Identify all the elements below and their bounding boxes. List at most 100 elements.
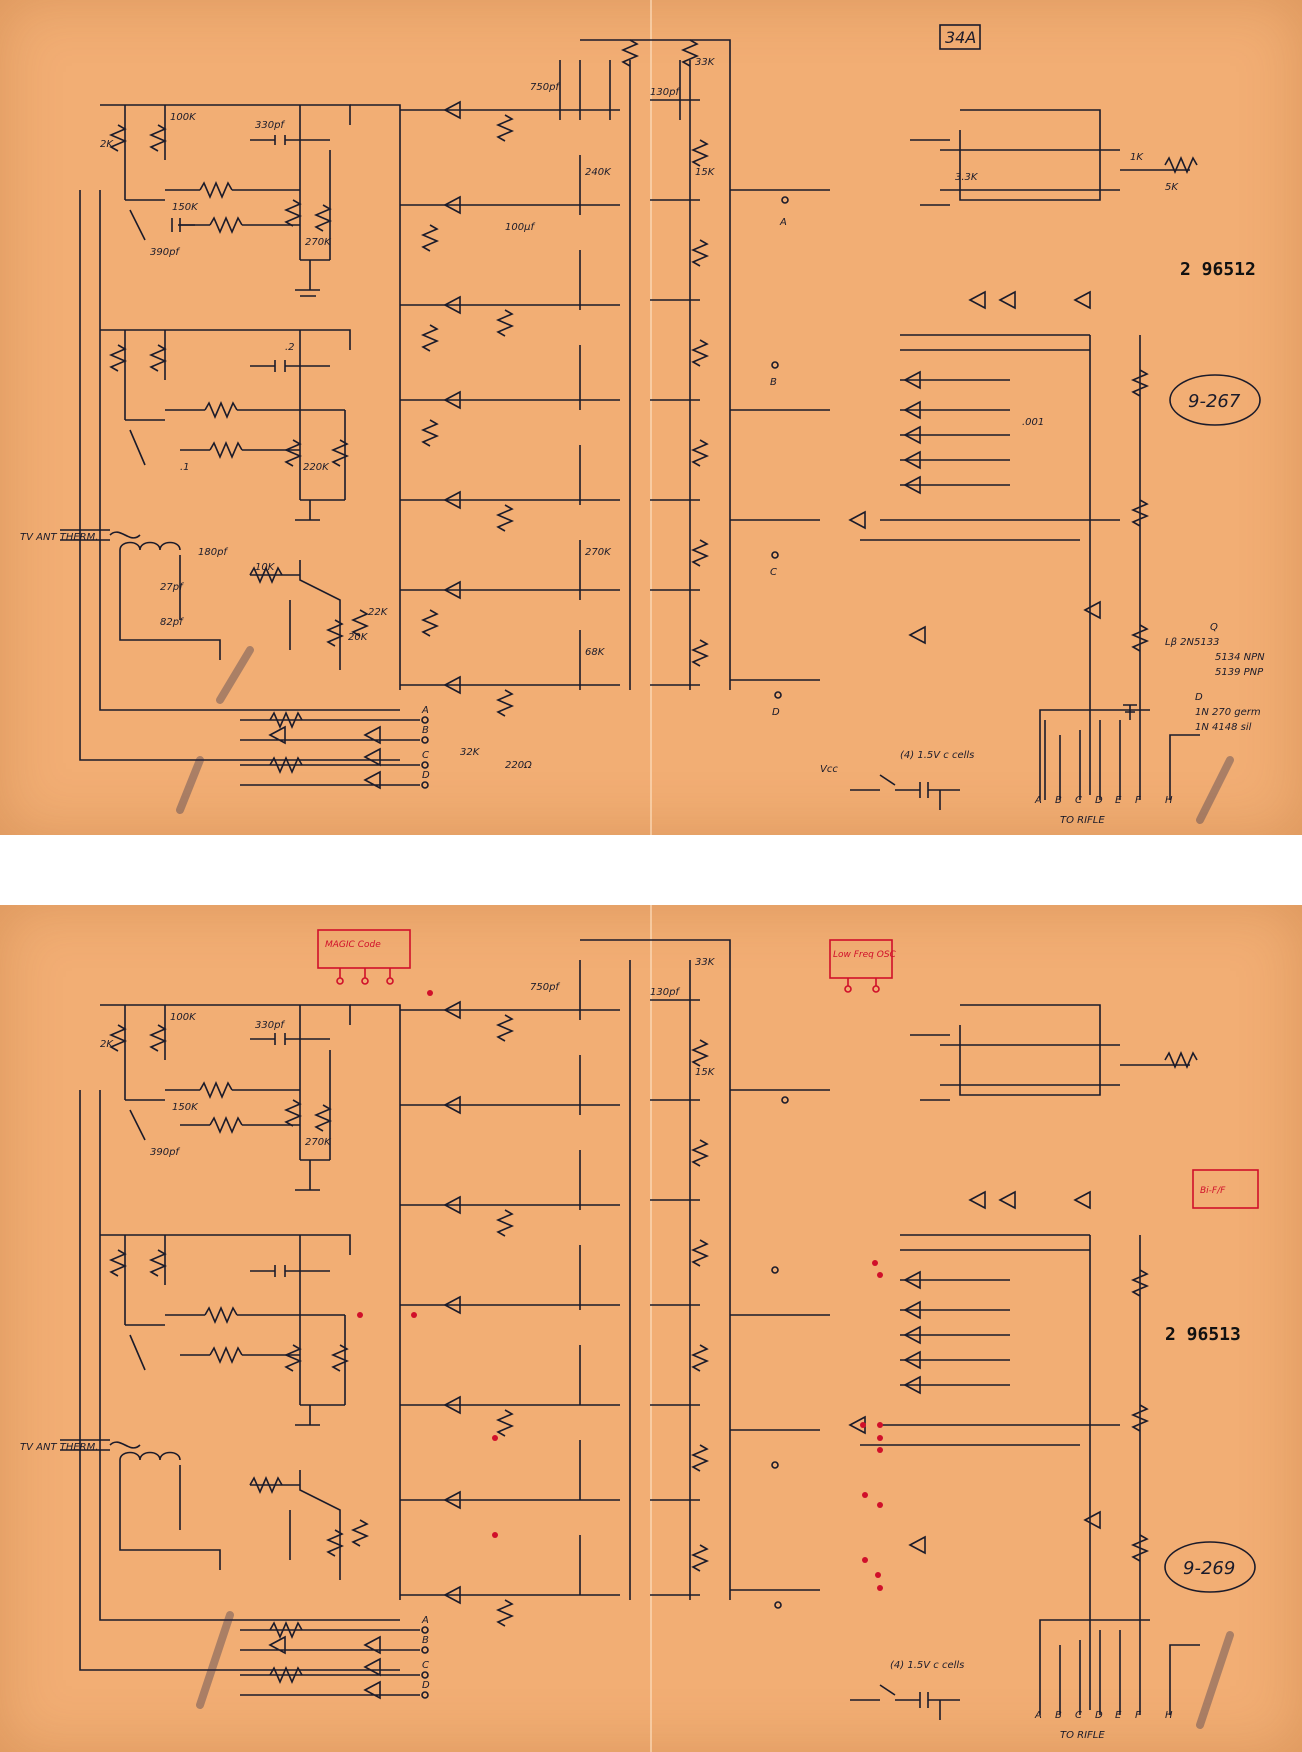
annotation-magic-code: MAGIC Code	[325, 940, 381, 950]
oscillator-block-2	[100, 329, 351, 521]
output-diode-bank	[240, 1620, 429, 1700]
oscillator-block-1	[100, 104, 351, 297]
rifle-pin-f: F	[1135, 795, 1141, 806]
value-label: 3.3K	[955, 172, 979, 183]
rifle-pin-e: E	[1115, 795, 1122, 806]
value-label: 33K	[695, 957, 716, 968]
annotation-box	[829, 939, 893, 979]
rifle-pin-c: C	[1075, 795, 1082, 806]
rifle-pin-c: C	[1075, 1710, 1082, 1721]
value-label: 27pf	[160, 582, 184, 593]
value-label: 22K	[368, 607, 389, 618]
output-label-a: A	[421, 1615, 429, 1626]
input-label: TV ANT THERM.	[20, 532, 98, 543]
value-label: 390pf	[150, 1147, 180, 1158]
schematic-sheet-2: MAGIC Code Low Freq OSC Bi-F/F 2K 100K 3…	[0, 905, 1302, 1752]
value-label: .001	[1022, 417, 1044, 428]
decoder-logic	[848, 1004, 1200, 1720]
annotation-low-freq: Low Freq OSC	[833, 950, 897, 960]
battery-note: (4) 1.5V c cells	[900, 750, 974, 761]
output-labels: A B C D	[421, 1615, 430, 1691]
output-label-d: D	[422, 770, 430, 781]
value-label: 2K	[100, 139, 114, 150]
flip-flop-chain	[400, 39, 830, 717]
note-line: 5134 NPN	[1215, 652, 1265, 663]
value-label: 130pf	[650, 87, 680, 98]
transistor-note: Q Lβ 2N5133 5134 NPN 5139 PNP	[1165, 622, 1265, 678]
sheet-tag-box	[939, 24, 981, 50]
output-label-a: A	[421, 705, 429, 716]
component-labels: 2K 100K 330pf 150K 270K 390pf 750pf 130p…	[100, 957, 716, 1158]
value-label: 390pf	[150, 247, 180, 258]
output-label-b: B	[422, 725, 429, 736]
value-label: 220Ω	[505, 760, 532, 771]
to-rifle-label: TO RIFLE	[1060, 1730, 1105, 1741]
value-label: 750pf	[530, 982, 560, 993]
value-label: 33K	[695, 57, 716, 68]
note-line: 5139 PNP	[1215, 667, 1264, 678]
value-label: 150K	[172, 202, 199, 213]
rifle-pin-d: D	[1095, 1710, 1103, 1721]
rifle-pin-b: B	[1055, 1710, 1062, 1721]
rifle-pin-f: F	[1135, 1710, 1141, 1721]
rifle-pin-a: A	[1034, 1710, 1042, 1721]
ref-circle	[1164, 1541, 1256, 1593]
value-label: 5K	[1165, 182, 1179, 193]
output-label-c: C	[770, 567, 777, 578]
rifle-connector: A B C D E F H TO RIFLE	[1034, 1710, 1173, 1741]
schematic-drawing-2: MAGIC Code Low Freq OSC Bi-F/F 2K 100K 3…	[20, 929, 1259, 1741]
decoder-logic	[848, 109, 1200, 810]
output-label-d: D	[772, 707, 780, 718]
value-label: 32K	[460, 747, 481, 758]
input-coil-block	[60, 1439, 370, 1580]
value-label: 20K	[348, 632, 369, 643]
oscillator-block-1	[100, 1004, 351, 1191]
value-label: .1	[180, 462, 190, 473]
vcc-label: Vcc	[820, 764, 838, 775]
value-label: 240K	[585, 167, 612, 178]
output-label-a: A	[779, 217, 787, 228]
fold-line	[650, 905, 652, 1752]
schematic-drawing-1: 2K 100K 330pf 150K 270K 390pf .2 220K .1…	[20, 24, 1265, 826]
battery-note: (4) 1.5V c cells	[890, 1660, 964, 1671]
flip-flop-chain	[400, 939, 830, 1627]
output-label-c: C	[422, 750, 429, 761]
to-rifle-label: TO RIFLE	[1060, 815, 1105, 826]
note-line: Lβ 2N5133	[1165, 637, 1219, 648]
ink-smudge	[176, 646, 1234, 824]
value-label: .2	[285, 342, 295, 353]
rifle-pin-h: H	[1165, 795, 1173, 806]
value-label: 270K	[585, 547, 612, 558]
ref-circle	[1169, 374, 1261, 426]
oscillator-block-2	[100, 1234, 351, 1426]
output-label-b: B	[422, 1635, 429, 1646]
reference-number: 9-269	[1183, 1558, 1235, 1579]
value-label: 330pf	[255, 120, 285, 131]
value-label: 750pf	[530, 82, 560, 93]
value-label: 82pf	[160, 617, 184, 628]
value-label: 1K	[1130, 152, 1144, 163]
input-coil-block	[60, 529, 370, 670]
value-label: 270K	[305, 237, 332, 248]
rifle-pin-e: E	[1115, 1710, 1122, 1721]
red-annotations: MAGIC Code Low Freq OSC Bi-F/F	[317, 929, 1259, 1591]
value-label: 15K	[695, 167, 716, 178]
output-labels: A B C D A B C D	[421, 217, 787, 781]
rifle-pin-h: H	[1165, 1710, 1173, 1721]
output-label-d: D	[422, 1680, 430, 1691]
value-label: 180pf	[198, 547, 228, 558]
ink-smudge	[196, 1611, 1234, 1729]
drawing-number: 2 96512	[1180, 259, 1256, 280]
schematic-sheet-1: 2K 100K 330pf 150K 270K 390pf .2 220K .1…	[0, 0, 1302, 835]
rifle-pin-b: B	[1055, 795, 1062, 806]
annotation-box	[317, 929, 411, 969]
value-label: 100K	[170, 112, 197, 123]
bus-lines	[79, 1004, 401, 1671]
note-line: D	[1195, 692, 1203, 703]
value-label: 330pf	[255, 1020, 285, 1031]
annotation-bi-ff: Bi-F/F	[1200, 1186, 1226, 1196]
component-labels: 2K 100K 330pf 150K 270K 390pf .2 220K .1…	[100, 57, 1179, 771]
note-line: Q	[1210, 622, 1218, 633]
reference-number: 9-267	[1188, 391, 1241, 412]
output-label-c: C	[422, 1660, 429, 1671]
